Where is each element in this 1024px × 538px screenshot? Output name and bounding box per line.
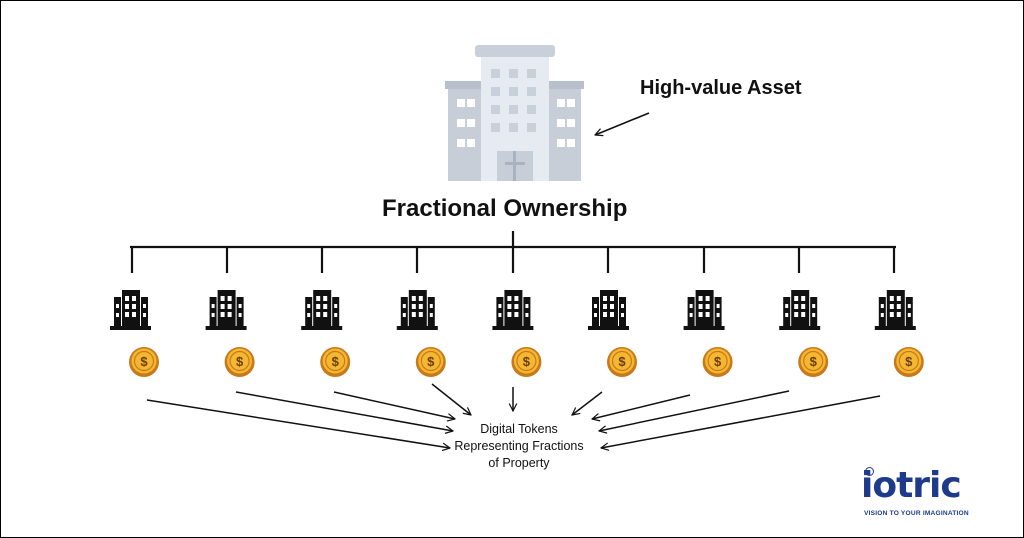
coin-symbol: $ <box>523 354 531 369</box>
asset-pointer-arrow <box>595 112 650 135</box>
dollar-coin-icon: $ <box>607 347 637 377</box>
token-arrow <box>333 391 455 419</box>
fraction-buildings <box>110 290 916 330</box>
token-arrow <box>592 394 691 419</box>
token-arrow <box>235 391 453 431</box>
dollar-coin-icon: $ <box>511 347 542 377</box>
tokens-label-line: Representing Fractions <box>454 439 584 453</box>
tokens-label: Digital Tokens Representing Fractions of… <box>431 421 607 472</box>
small-building-icon <box>683 290 725 330</box>
dollar-coin-icon: $ <box>415 347 446 377</box>
coin-symbol: $ <box>236 354 244 369</box>
coin-symbol: $ <box>140 354 148 369</box>
small-building-icon <box>301 290 343 330</box>
coin-symbol: $ <box>905 354 913 369</box>
coin-symbol: $ <box>618 354 626 369</box>
dollar-coin-icon: $ <box>893 347 924 377</box>
office-building-icon <box>445 45 584 181</box>
dollar-coin-icon: $ <box>224 347 255 377</box>
tokens-label-line: Digital Tokens <box>480 422 558 436</box>
small-building-icon <box>588 290 629 330</box>
token-arrow <box>146 399 450 448</box>
small-building-icon <box>396 290 438 330</box>
token-arrows <box>146 383 881 448</box>
fraction-tree-connector <box>130 231 896 273</box>
logo-mark-icon <box>865 467 874 476</box>
token-arrow <box>431 383 471 415</box>
coin-symbol: $ <box>810 354 818 369</box>
tokens-label-line: of Property <box>488 456 550 470</box>
diagram-title: Fractional Ownership <box>382 195 628 222</box>
small-building-icon <box>110 290 151 330</box>
token-arrow <box>572 391 603 415</box>
brand-logo: iotric VISION TO YOUR IMAGINATION <box>861 465 985 521</box>
small-building-icon <box>492 290 534 330</box>
asset-label: High-value Asset <box>640 77 802 99</box>
token-arrow <box>601 395 881 448</box>
small-building-icon <box>205 290 247 330</box>
dollar-coin-icon: $ <box>702 347 733 377</box>
fraction-coins: $ $ $ $ $ $ $ $ $ <box>129 347 924 377</box>
dollar-coin-icon: $ <box>798 347 829 377</box>
small-building-icon <box>779 290 821 330</box>
token-arrow <box>599 390 790 431</box>
dollar-coin-icon: $ <box>129 347 159 377</box>
small-building-icon <box>874 290 916 330</box>
brand-tagline: VISION TO YOUR IMAGINATION <box>864 510 969 517</box>
brand-name: iotric <box>861 465 962 506</box>
dollar-coin-icon: $ <box>320 347 351 377</box>
coin-symbol: $ <box>427 354 435 369</box>
coin-symbol: $ <box>714 354 722 369</box>
coin-symbol: $ <box>332 354 340 369</box>
